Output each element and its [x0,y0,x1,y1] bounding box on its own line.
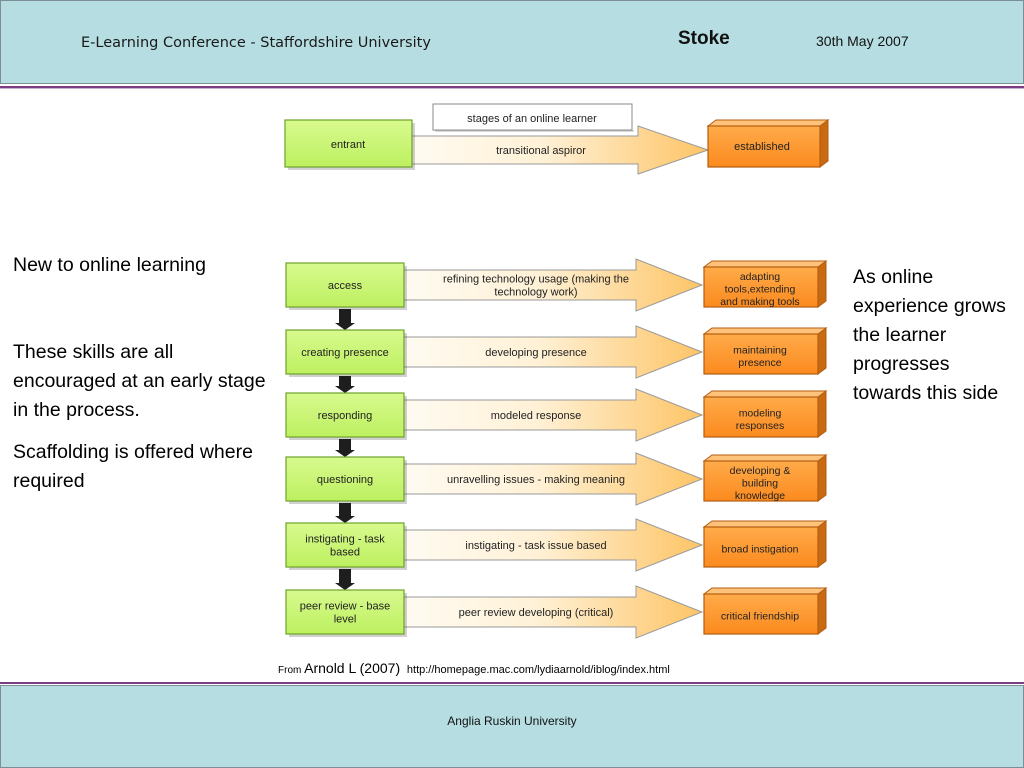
date-label: 30th May 2007 [816,33,909,49]
slide-footer: Anglia Ruskin University [0,685,1024,768]
stage-end-box-3-side [817,454,827,502]
stage-end-box-1-top [702,327,828,335]
note-skills-encouraged: These skills are all encouraged at an ea… [13,341,266,421]
stage-connector-1-head [335,323,355,330]
stage-end-box-2-top [702,390,828,398]
stage-end-label-0: tools,extending [725,284,796,296]
note-new-to-online: New to online learning [13,254,206,276]
stage-arrow-4 [403,518,704,572]
stage-start-label-4: instigating - task [305,533,385,545]
stage-transition-label-5: peer review developing (critical) [459,607,614,619]
legend-box-shadow [435,130,634,132]
stage-end-box-4 [703,526,819,568]
stage-start-label-5: peer review - base [300,600,391,612]
stage-end-label-4: broad instigation [721,544,798,556]
credit-url: http://homepage.mac.com/lydiaarnold/iblo… [406,664,670,676]
stage-start-label-3: questioning [317,474,373,486]
stage-end-box-2-side [817,390,827,438]
stage-transition-label-0: technology work) [494,286,577,298]
slide-header: E-Learning Conference - Staffordshire Un… [0,0,1024,84]
stage-transition-label-2: modeled response [491,410,582,422]
stage-transition-label-0: refining technology usage (making the [443,273,629,285]
note-progression: As online experience grows the learner p… [853,266,1006,404]
legend-label: stages of an online learner [467,113,597,125]
institution-label: Anglia Ruskin University [447,714,577,728]
stage-end-box-0-top [702,260,828,268]
stage-end-label-3: knowledge [735,490,785,502]
stage-connector-3 [339,439,351,451]
stage-arrow-3 [403,452,704,506]
stage-end-box-1 [703,333,819,375]
stage-start-box-4 [285,522,405,568]
stage-end-label-2: responses [736,420,784,432]
stage-start-box-2 [285,392,405,438]
legend-box [432,103,633,131]
stage-arrow-5 [403,585,704,639]
stage-end-label-0: and making tools [720,296,799,308]
stage-start-box-1 [285,329,405,375]
stage-start-label-4: based [330,546,360,558]
stage-transition-label-1: developing presence [485,347,587,359]
stage-arrow-1 [403,325,704,379]
stage-end-label-2: modeling [739,407,782,419]
footer-divider [0,682,1024,684]
note-scaffolding: Scaffolding is offered where required [13,441,253,492]
stage-start-label-1: creating presence [301,347,388,359]
stage-start-box-0 [285,262,405,308]
stage-connector-1 [339,309,351,324]
top-end-box-side [819,119,829,168]
stage-end-box-4-top [702,520,828,528]
stage-start-label-2: responding [318,410,372,422]
stage-end-label-1: maintaining [733,344,787,356]
stage-end-box-5-top [702,587,828,595]
credit-prefix: From [278,665,302,676]
stage-end-box-3-top [702,454,828,462]
source-credit: From Arnold L (2007) http://homepage.mac… [278,660,670,676]
stage-end-box-3 [703,460,819,502]
stage-connector-5-head [335,583,355,590]
stage-end-box-2 [703,396,819,438]
stage-arrow-0 [403,258,704,312]
stage-start-label-0: access [328,280,363,292]
stage-end-label-0: adapting [740,271,780,283]
top-transition-arrow [409,125,710,175]
stage-transition-label-3: unravelling issues - making meaning [447,474,625,486]
online-learner-stages-diagram: stages of an online learner entrant transi… [284,103,830,639]
header-divider [0,86,1024,89]
top-end-box-top [706,119,830,127]
stage-connector-5 [339,569,351,584]
stage-connector-4 [339,503,351,517]
top-transition-label: transitional aspiror [496,145,586,157]
stage-end-label-5: critical friendship [721,611,799,623]
stage-start-box-3 [285,456,405,502]
stage-end-label-3: building [742,478,778,490]
location-label: Stoke [678,28,730,49]
stage-end-label-3: developing & [730,465,791,477]
stage-end-box-4-side [817,520,827,568]
stage-end-label-1: presence [738,357,781,369]
stage-connector-2-head [335,386,355,393]
stage-connector-4-head [335,516,355,523]
top-end-label: established [734,141,790,153]
credit-source: Arnold L (2007) [304,660,401,676]
stage-end-box-0-side [817,260,827,308]
stage-start-label-5: level [334,613,357,625]
stage-end-box-5-side [817,587,827,635]
stage-connector-3-head [335,450,355,457]
stage-transition-label-4: instigating - task issue based [465,540,606,552]
top-start-box [284,119,413,168]
stage-end-box-5 [703,593,819,635]
top-start-label: entrant [331,139,365,151]
stage-end-box-1-side [817,327,827,375]
stage-connector-2 [339,376,351,387]
stage-start-box-5 [285,589,405,635]
conference-title: E-Learning Conference - Staffordshire Un… [81,35,431,51]
top-end-box [707,125,821,168]
stage-arrow-2 [403,388,704,442]
stage-end-box-0 [703,266,819,308]
